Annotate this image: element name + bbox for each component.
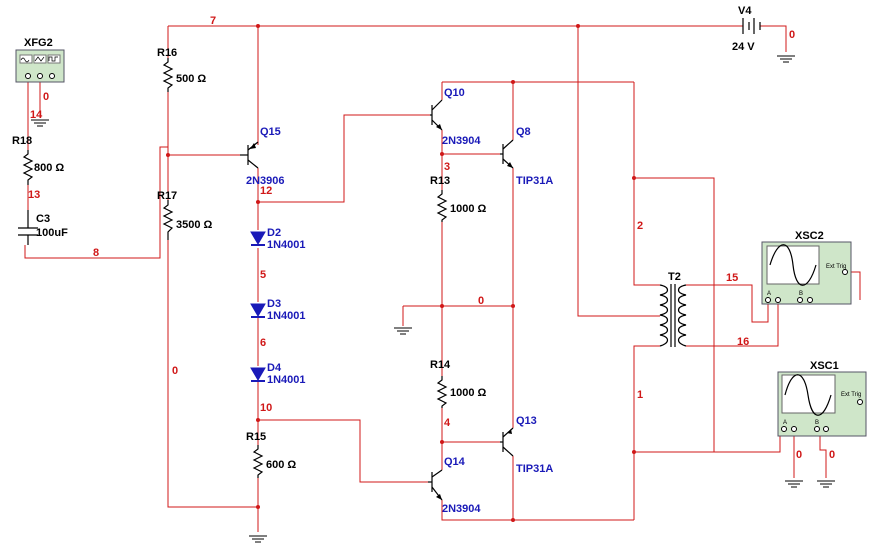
net-3: 3 <box>444 161 450 173</box>
xsc2-ref: XSC2 <box>795 230 824 242</box>
d3-ref: D3 <box>267 298 281 310</box>
capacitor-c3[interactable]: C3 100uF <box>18 210 68 245</box>
d2-part: 1N4001 <box>267 239 306 251</box>
xsc1-channel-b-terminal[interactable] <box>814 426 820 432</box>
net-4: 4 <box>444 417 451 429</box>
r18-value: 800 Ω <box>34 162 64 174</box>
xsc2-b: B <box>799 291 803 297</box>
net-10: 10 <box>260 402 272 414</box>
triangle-icon <box>34 56 45 62</box>
diode-d4[interactable]: D4 1N4001 <box>250 362 306 386</box>
resistor-r14[interactable]: R14 1000 Ω <box>430 359 487 408</box>
transformer-t2[interactable]: T2 <box>659 271 687 347</box>
q8-ref: Q8 <box>516 126 531 138</box>
r16-ref: R16 <box>157 47 177 59</box>
oscilloscope-xsc2[interactable]: Ext Trig A B XSC2 <box>761 230 852 305</box>
d4-part: 1N4001 <box>267 374 306 386</box>
net-16: 16 <box>737 336 749 348</box>
d3-part: 1N4001 <box>267 310 306 322</box>
q10-ref: Q10 <box>444 87 465 99</box>
xsc1-b: B <box>815 420 819 426</box>
r13-value: 1000 Ω <box>450 203 487 215</box>
resistor-r16[interactable]: R16 500 Ω <box>157 47 206 92</box>
c3-ref: C3 <box>36 213 50 225</box>
square-icon <box>48 56 58 62</box>
r15-ref: R15 <box>246 431 266 443</box>
net-1: 1 <box>637 389 643 401</box>
xsc2-channel-b-terminal[interactable] <box>797 297 803 303</box>
net-7: 7 <box>210 15 216 27</box>
transistor-q8[interactable]: Q8 TIP31A <box>500 126 553 187</box>
resistor-r17[interactable]: R17 3500 Ω <box>157 190 213 240</box>
q8-part: TIP31A <box>516 175 553 187</box>
q14-part: 2N3904 <box>442 503 481 515</box>
d4-ref: D4 <box>267 362 282 374</box>
waveform-icon <box>784 374 832 416</box>
r15-value: 600 Ω <box>266 459 296 471</box>
v4-value: 24 V <box>732 41 755 53</box>
xsc2-ext-trig: Ext Trig <box>826 264 846 270</box>
net-0-xsc1b: 0 <box>829 449 835 461</box>
q13-part: TIP31A <box>516 463 553 475</box>
xfg2-label: XFG2 <box>24 37 53 49</box>
r14-ref: R14 <box>430 359 451 371</box>
net-0-mid: 0 <box>478 295 484 307</box>
net-2: 2 <box>637 220 643 232</box>
net-labels: 7 0 14 0 13 8 12 5 6 10 0 3 0 4 2 1 15 1… <box>28 15 835 461</box>
junction-dots <box>166 24 636 522</box>
net-6: 6 <box>260 337 266 349</box>
net-12: 12 <box>260 185 272 197</box>
battery-v4[interactable]: V4 24 V <box>732 5 761 53</box>
transistor-q10[interactable]: Q10 2N3904 <box>430 87 481 147</box>
r13-ref: R13 <box>430 175 450 187</box>
sine-icon <box>20 57 30 63</box>
diode-d2[interactable]: D2 1N4001 <box>250 227 306 251</box>
r17-ref: R17 <box>157 190 177 202</box>
diode-d3[interactable]: D3 1N4001 <box>250 298 306 322</box>
xsc1-a: A <box>783 420 787 426</box>
xsc1-ref: XSC1 <box>810 360 839 372</box>
oscilloscope-xsc1[interactable]: Ext Trig A B XSC1 <box>777 360 867 437</box>
c3-value: 100uF <box>36 227 68 239</box>
net-15: 15 <box>726 272 738 284</box>
q15-ref: Q15 <box>260 126 281 138</box>
waveform-icon <box>769 244 817 286</box>
d2-ref: D2 <box>267 227 281 239</box>
xsc2-a: A <box>767 291 771 297</box>
xsc2-channel-a-terminal[interactable] <box>765 297 771 303</box>
net-0-xsc1a: 0 <box>796 449 802 461</box>
r14-value: 1000 Ω <box>450 387 487 399</box>
net-8: 8 <box>93 247 99 259</box>
xsc1-ext-trig: Ext Trig <box>841 392 861 398</box>
q15-part: 2N3906 <box>246 175 285 187</box>
transistor-q14[interactable]: Q14 2N3904 <box>428 456 481 515</box>
xsc1-channel-a-terminal[interactable] <box>781 426 787 432</box>
resistor-r15[interactable]: R15 600 Ω <box>246 431 296 478</box>
net-0-fg: 0 <box>43 91 49 103</box>
r16-value: 500 Ω <box>176 73 206 85</box>
resistor-r18[interactable]: R18 800 Ω <box>12 135 64 185</box>
net-5: 5 <box>260 269 266 281</box>
net-14: 14 <box>30 109 43 121</box>
q14-ref: Q14 <box>444 456 466 468</box>
function-generator-xfg2[interactable]: XFG2 <box>15 37 65 83</box>
wires <box>24 25 861 532</box>
net-0-v4: 0 <box>789 29 795 41</box>
net-0-left: 0 <box>172 365 178 377</box>
q13-ref: Q13 <box>516 415 537 427</box>
v4-ref: V4 <box>738 5 752 17</box>
r18-ref: R18 <box>12 135 32 147</box>
transistor-q15[interactable]: Q15 2N3906 <box>240 126 285 187</box>
transistor-q13[interactable]: Q13 TIP31A <box>500 415 553 475</box>
resistor-r13[interactable]: R13 1000 Ω <box>430 175 487 222</box>
q10-part: 2N3904 <box>442 135 481 147</box>
r17-value: 3500 Ω <box>176 219 213 231</box>
t2-ref: T2 <box>668 271 681 283</box>
net-13: 13 <box>28 189 40 201</box>
